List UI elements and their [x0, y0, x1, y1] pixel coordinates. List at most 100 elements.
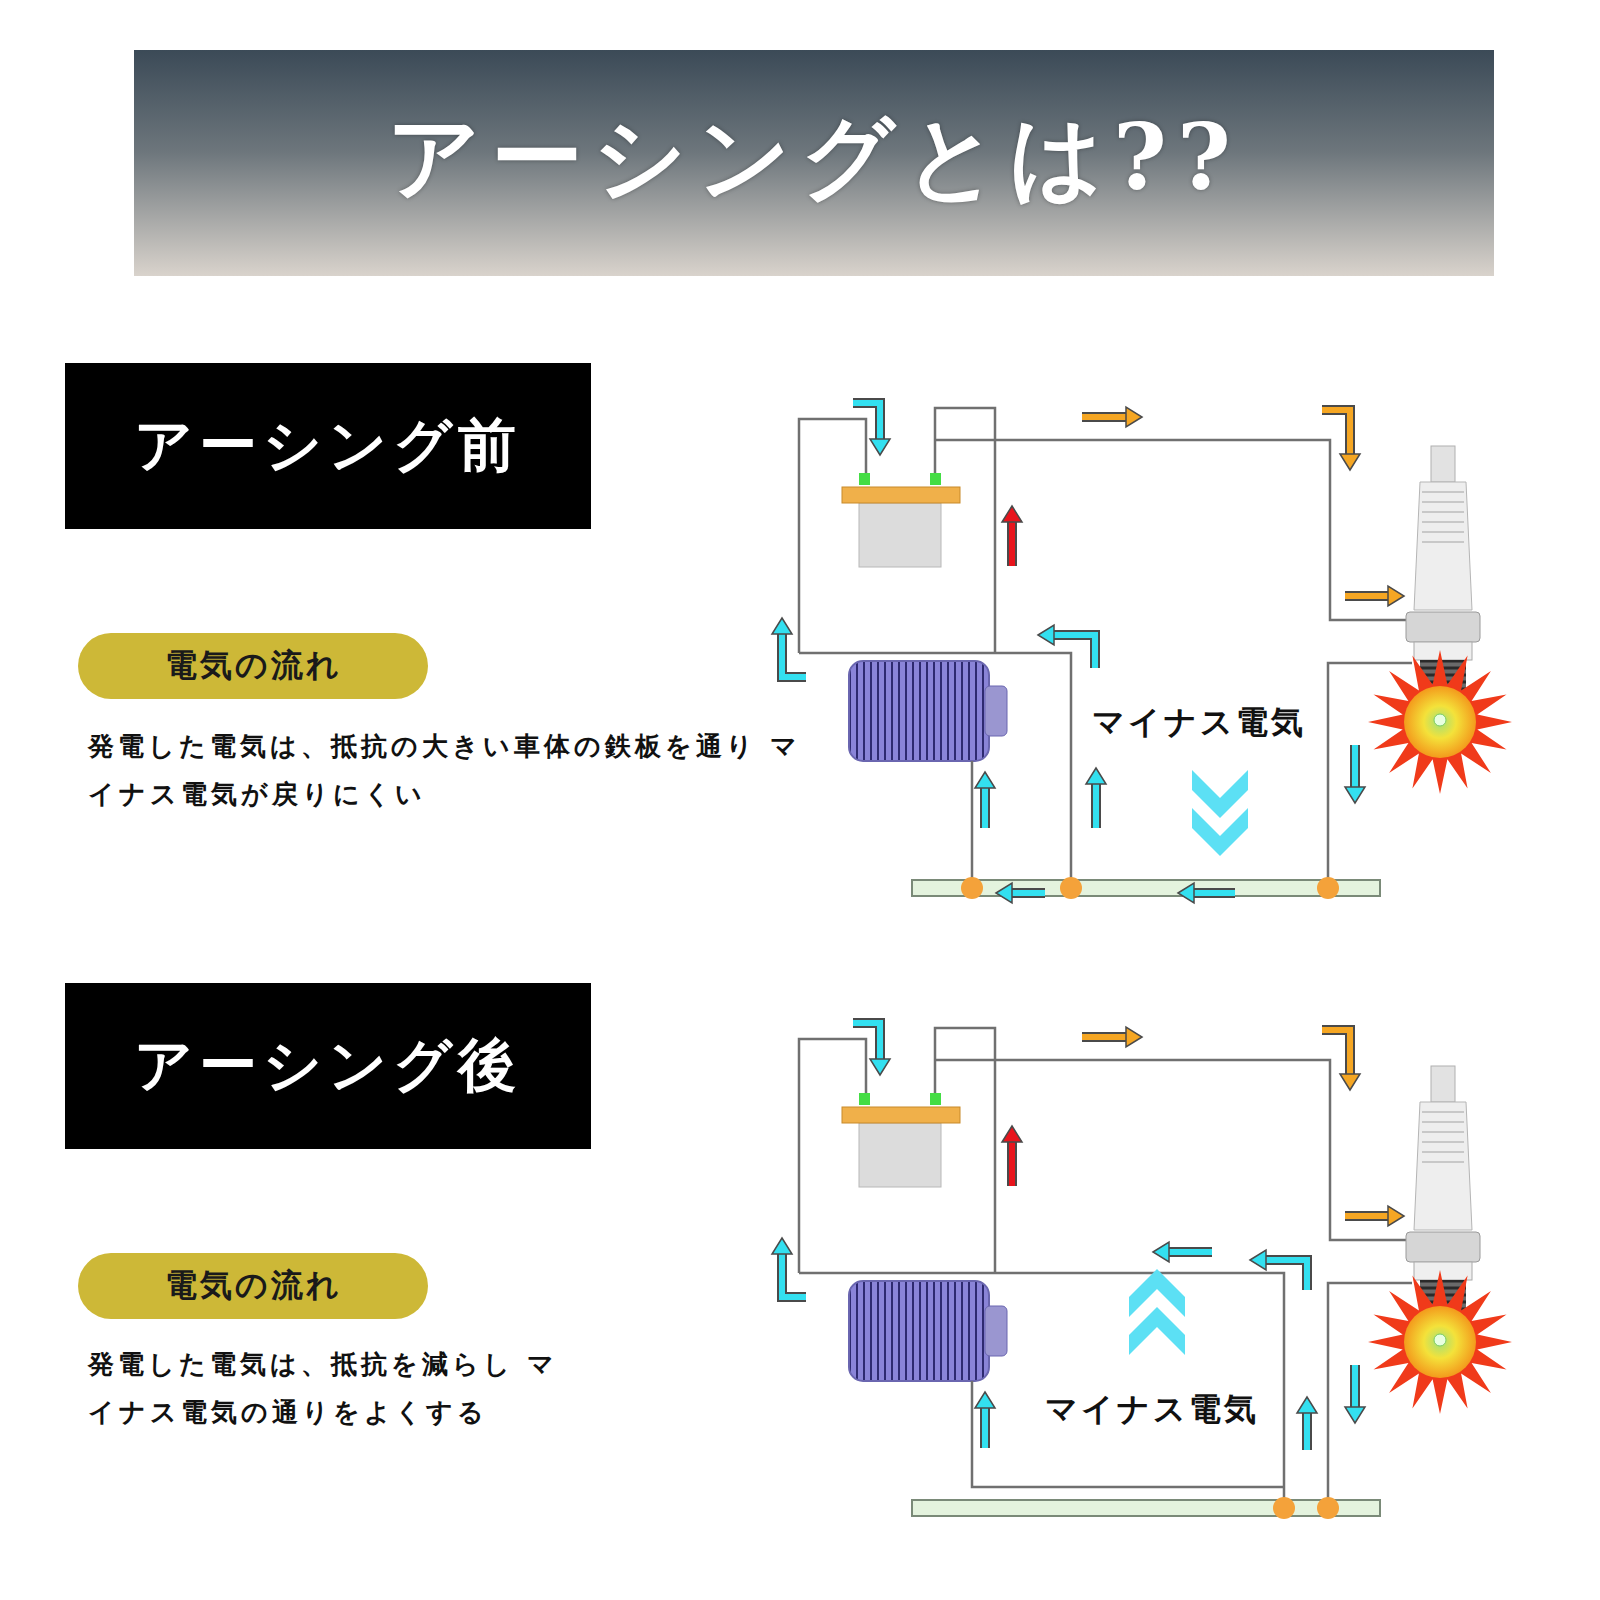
arrow-head [1126, 407, 1142, 427]
flow-heading-pill: 電気の流れ [78, 633, 428, 699]
insulator-rib [1422, 1161, 1464, 1163]
battery-terminal [859, 473, 870, 485]
arrow-head [975, 1392, 995, 1408]
arrow-shaft [1012, 890, 1045, 896]
arrow-head [1340, 1074, 1360, 1090]
arrow-shaft [1194, 890, 1235, 896]
plug-terminal [1431, 1066, 1455, 1102]
arrow-head [1002, 1126, 1022, 1142]
insulator-rib [1422, 1141, 1464, 1143]
wire [935, 1060, 1412, 1240]
arrow-outline [1350, 1365, 1360, 1407]
arrow-shaft [782, 1254, 806, 1297]
explanation-text: 発電した電気は、抵抗の大きい車体の鉄板を通り マイナス電気が戻りにくい [88, 722, 808, 818]
wire [971, 761, 974, 888]
electrode [1434, 1334, 1446, 1346]
arrow-outline [782, 1254, 806, 1297]
arrow-outline [853, 403, 880, 439]
wire [799, 419, 866, 653]
title-banner: アーシングとは?? [134, 50, 1494, 276]
arrow-head [1038, 625, 1054, 645]
ground-point [1317, 877, 1339, 899]
heading-text: 電気の流れ [165, 1264, 342, 1308]
arrow-outline [1345, 1211, 1388, 1221]
arrow-shaft [1009, 1142, 1015, 1186]
arrow-head [1297, 1397, 1317, 1413]
arrow-shaft [1082, 414, 1126, 420]
wire [935, 440, 1412, 620]
flow-chevron [1192, 770, 1248, 818]
arrow-shaft [1082, 1034, 1126, 1040]
battery-body [859, 503, 941, 567]
flow-chevron [1129, 1269, 1185, 1317]
arrow-shaft [1322, 410, 1350, 454]
insulator-rib [1422, 541, 1464, 543]
arrow-outline [1194, 888, 1235, 898]
wire [995, 1273, 1284, 1508]
plug-hex-nut [1406, 1232, 1480, 1262]
spark-burst [1368, 1270, 1512, 1414]
after-circuit [799, 1028, 1512, 1519]
arrow-shaft [1266, 1260, 1307, 1290]
wire [935, 1028, 995, 1273]
arrow-shaft [1054, 635, 1095, 668]
arrows [772, 403, 1404, 1450]
ground-point [1273, 1497, 1295, 1519]
arrow-head [870, 1059, 890, 1075]
arrow-shaft [1345, 593, 1388, 599]
arrow-shaft [782, 634, 806, 677]
body-ground-bar [912, 1500, 1380, 1516]
ground-point [1317, 1497, 1339, 1519]
arrow-shaft [982, 788, 988, 828]
arrow-outline [1007, 522, 1017, 566]
arrow-head [870, 439, 890, 455]
wire [1328, 1283, 1412, 1508]
heading-text: アーシング前 [134, 407, 522, 485]
arrow-outline [782, 634, 806, 677]
arrow-shaft [853, 1023, 880, 1059]
arrow-outline [1091, 784, 1101, 828]
insulator-rib [1422, 1151, 1464, 1153]
wire [935, 408, 995, 653]
before-circuit [799, 408, 1512, 899]
section-heading: アーシング後 [65, 983, 591, 1149]
wire [799, 1039, 866, 1273]
heading-text: アーシング後 [134, 1027, 522, 1105]
arrow-outline [1350, 745, 1360, 787]
ground-point [961, 877, 983, 899]
arrow-outline [1169, 1247, 1212, 1257]
arrow-head [772, 618, 792, 634]
insulator-rib [1422, 491, 1464, 493]
arrow-shaft [1093, 784, 1099, 828]
alternator-pulley [985, 686, 1007, 736]
flow-chevron [1192, 808, 1248, 856]
battery-terminal [930, 1093, 941, 1105]
battery-terminal [859, 1093, 870, 1105]
arrow-shaft [1009, 522, 1015, 566]
arrow-head [1388, 1206, 1404, 1226]
arrow-head [975, 772, 995, 788]
plug-insulator [1414, 1102, 1472, 1230]
insulator-rib [1422, 521, 1464, 523]
spark-burst [1368, 650, 1512, 794]
battery-body [859, 1123, 941, 1187]
ground-point [1060, 877, 1082, 899]
arrow-head [772, 1238, 792, 1254]
arrow-outline [980, 788, 990, 828]
arrow-shaft [1352, 745, 1358, 787]
flow-heading-pill: 電気の流れ [78, 1253, 428, 1319]
battery-lid [842, 1107, 960, 1123]
insulator-rib [1422, 1131, 1464, 1133]
spark-glow [1404, 1306, 1476, 1378]
heading-text: 電気の流れ [165, 644, 342, 688]
arrow-outline [1082, 412, 1126, 422]
arrow-outline [980, 1408, 990, 1448]
arrow-head [1086, 768, 1106, 784]
insulator-rib [1422, 501, 1464, 503]
arrow-outline [1082, 1032, 1126, 1042]
arrow-outline [1345, 591, 1388, 601]
wire [995, 653, 1071, 888]
arrow-head [1126, 1027, 1142, 1047]
wire [799, 652, 995, 655]
flow-label: マイナス電気 [1090, 703, 1308, 741]
